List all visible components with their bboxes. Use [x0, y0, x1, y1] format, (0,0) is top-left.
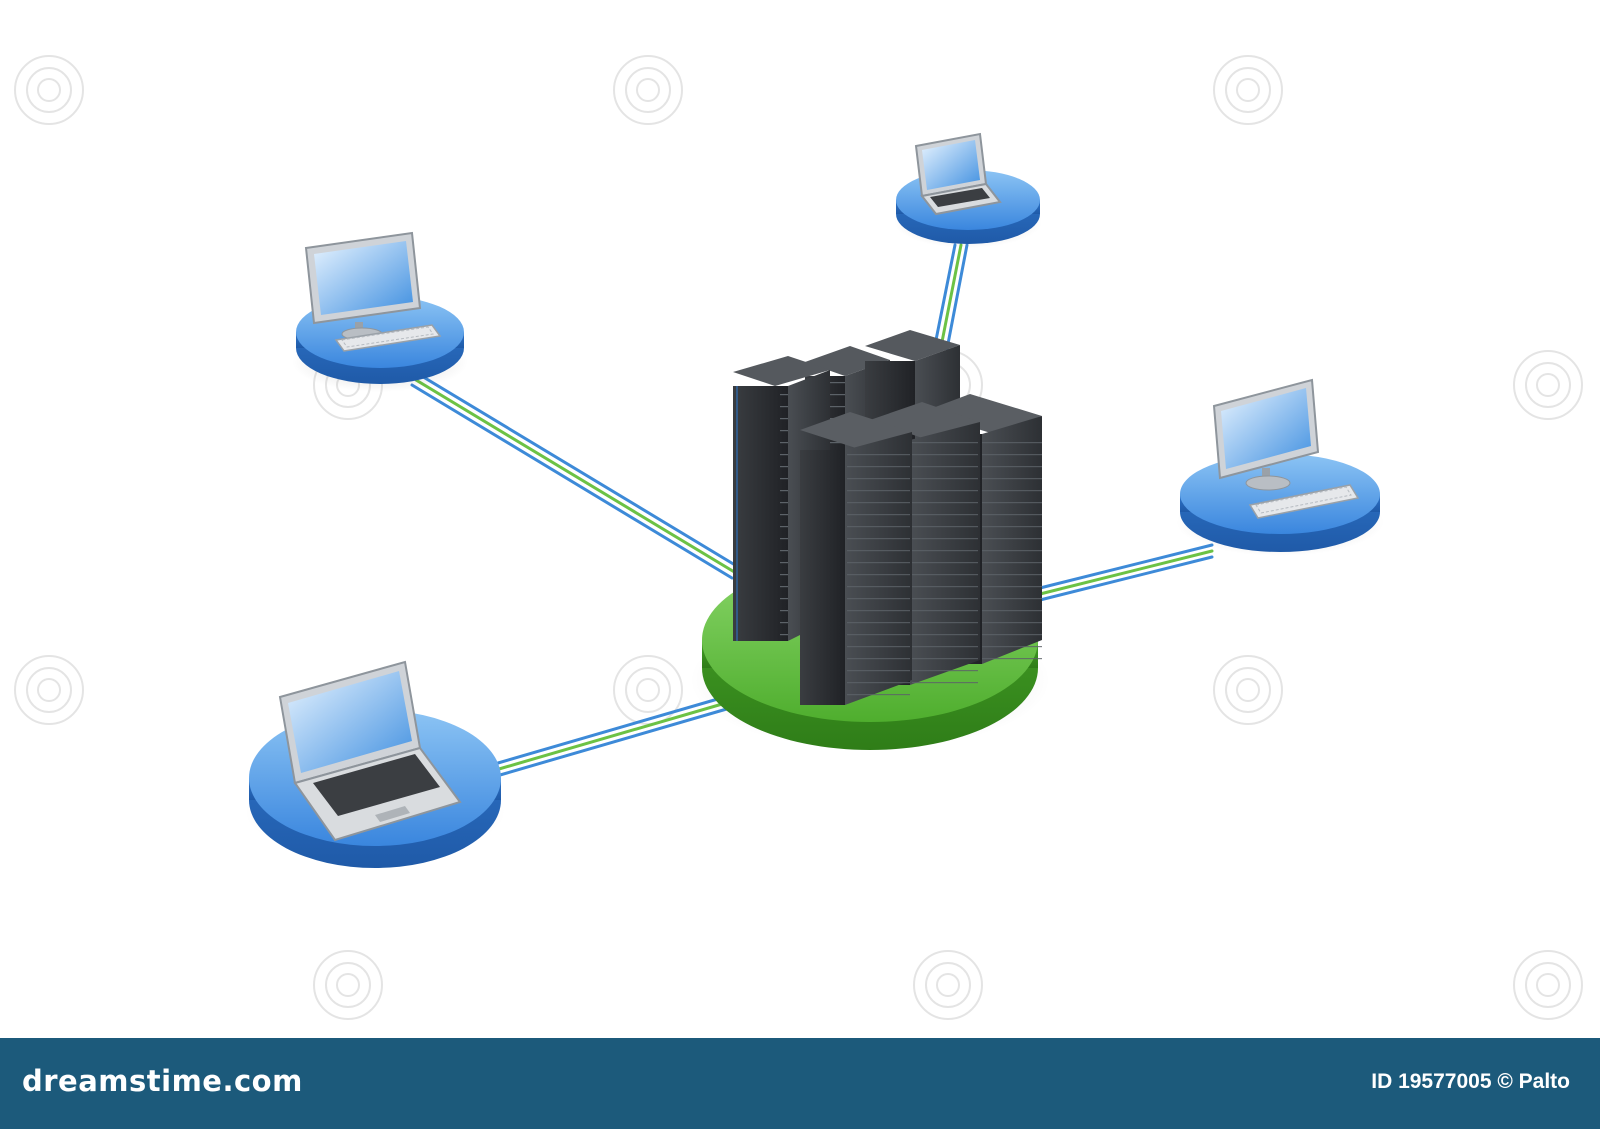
- network-illustration: [14, 55, 1583, 1020]
- keyboard-icon: [1248, 484, 1360, 519]
- watermark-swirl-icon: [613, 655, 683, 725]
- server-racks: [733, 330, 1042, 705]
- cable-bottom-left: [496, 692, 739, 777]
- keyboard-icon: [334, 324, 442, 352]
- cable-top-left: [410, 373, 742, 580]
- server-rack: [800, 412, 912, 705]
- watermark-swirl-icon: [1513, 350, 1583, 420]
- watermark-swirl-icon: [14, 55, 84, 125]
- laptop-icon: [278, 660, 462, 842]
- laptop-icon: [914, 132, 1002, 216]
- watermark-swirl-icon: [313, 950, 383, 1020]
- watermark-swirl-icon: [14, 655, 84, 725]
- watermark-swirl-icon: [1213, 655, 1283, 725]
- footer-bar: dreamstime.com ID 19577005 © Palto: [0, 1038, 1600, 1129]
- cable-right: [1038, 543, 1214, 602]
- watermark-swirl-icon: [913, 950, 983, 1020]
- brand-logo-text[interactable]: dreamstime.com: [22, 1064, 303, 1098]
- cables: [410, 243, 1214, 777]
- node-top-center: [894, 132, 1042, 248]
- watermark-swirl-icon: [613, 55, 683, 125]
- image-credit: ID 19577005 © Palto: [1371, 1070, 1570, 1093]
- monitor-icon: [1212, 378, 1320, 491]
- watermark-swirl-icon: [1513, 950, 1583, 1020]
- watermark-swirl-icon: [1213, 55, 1283, 125]
- node-bottom-left: [245, 660, 505, 868]
- node-top-left: [292, 231, 468, 392]
- node-right: [1176, 378, 1384, 556]
- cable-top-center: [933, 243, 969, 351]
